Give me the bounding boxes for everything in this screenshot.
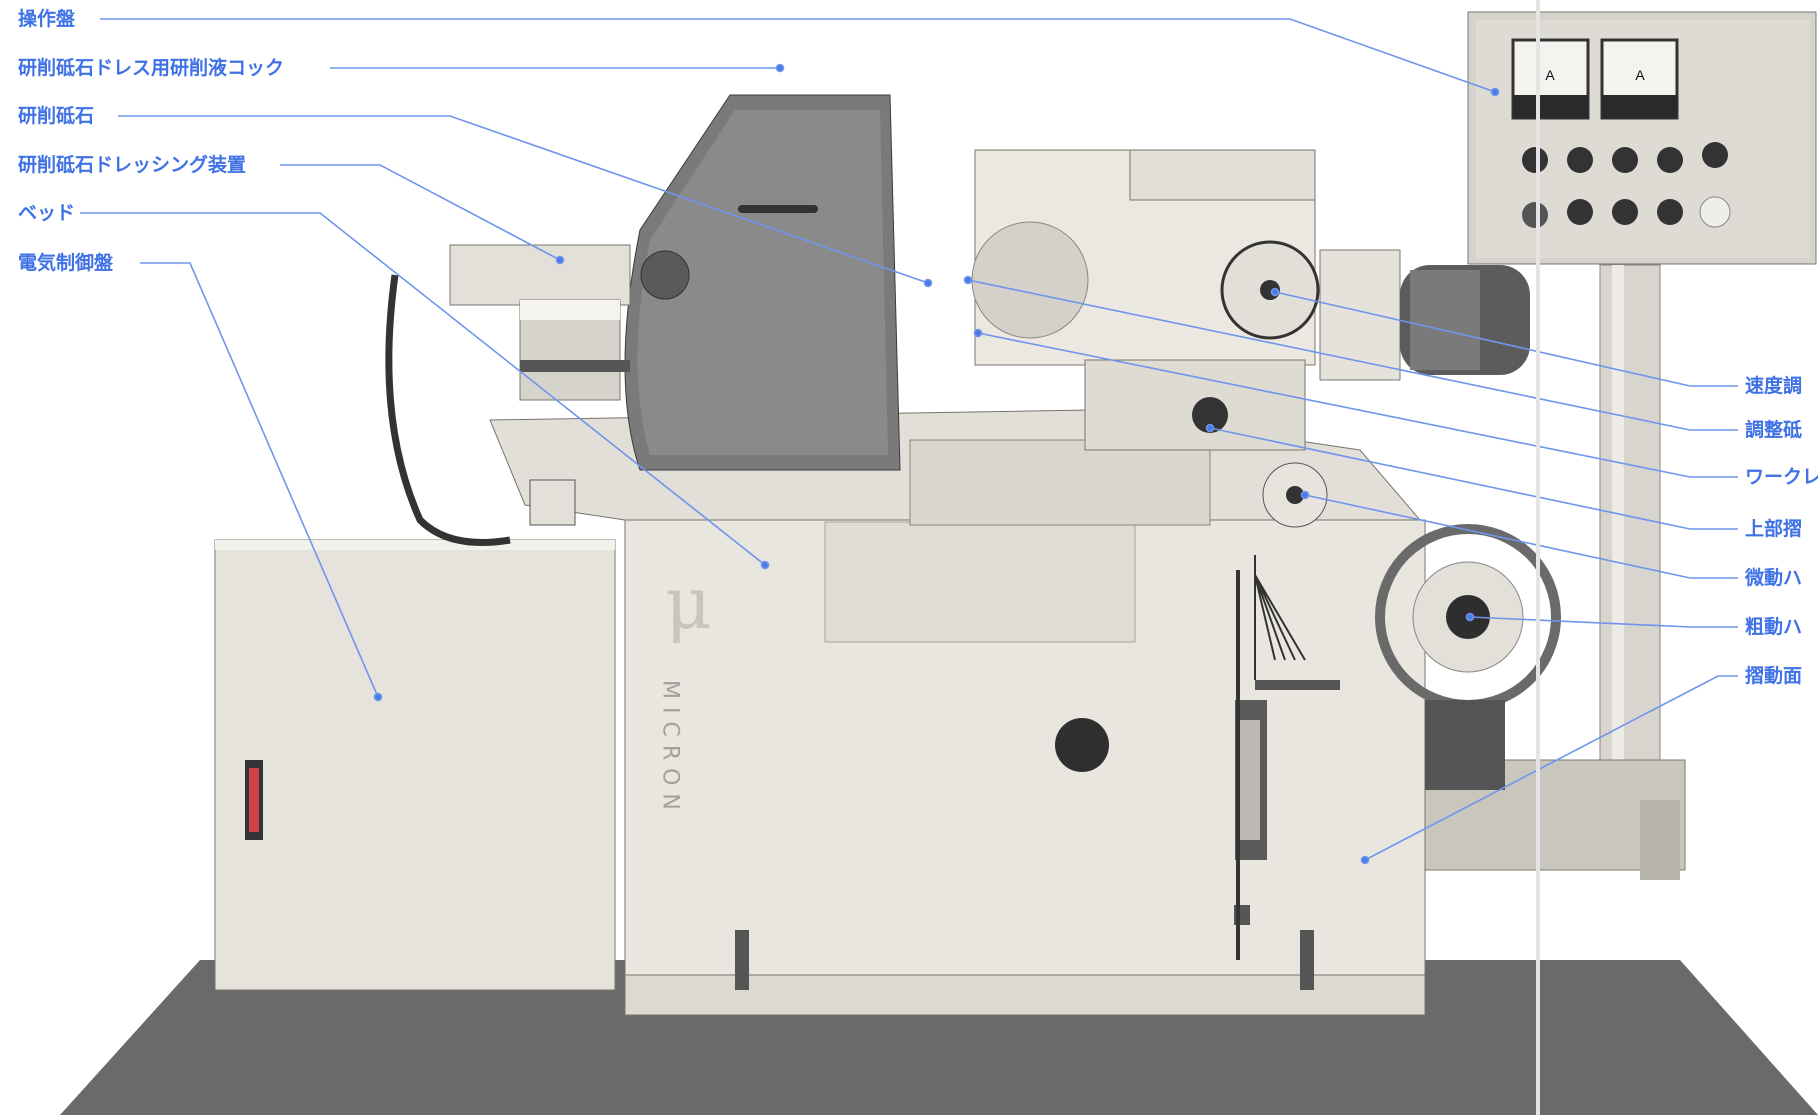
panel-column [1599,264,1661,811]
grinding-wheel-guard [624,94,901,471]
label-electric-control-panel: 電気制御盤 [18,252,114,274]
oil-distributor [1236,555,1340,960]
leader-lines [80,18,1738,865]
label-speed-adjust: 速度調 [1745,375,1803,397]
coolant-hose [385,274,511,546]
label-grinding-wheel: 研削砥石 [18,105,95,127]
label-slide-surface: 摺動面 [1745,665,1803,687]
fine-handwheel [1262,462,1328,528]
page-fold [1536,0,1540,1115]
label-regulating-wheel: 調整砥 [1745,419,1803,441]
label-bed: ベッド [18,202,76,224]
machine-bed: μ MICRON [624,519,1426,1016]
regulating-wheel-head [971,149,1530,451]
meter-right-label: A [1635,67,1645,83]
label-operation-panel: 操作盤 [18,8,76,30]
label-coarse-handle: 粗動ハ [1745,616,1803,638]
label-grinding-wheel-coolant-cock: 研削砥石ドレス用研削液コック [18,57,285,79]
dressing-device [449,244,631,401]
label-work-rest: ワークレ [1745,466,1818,488]
brand-text: MICRON [658,680,683,818]
meter-left-label: A [1545,67,1555,83]
electric-cabinet [214,539,616,991]
brand-mark: μ [665,561,712,645]
label-upper-slide: 上部摺 [1745,518,1803,540]
operation-panel-box: A A [1467,11,1817,265]
label-wheel-dressing-device: 研削砥石ドレッシング装置 [18,154,247,176]
label-fine-handle: 微動ハ [1745,567,1803,589]
